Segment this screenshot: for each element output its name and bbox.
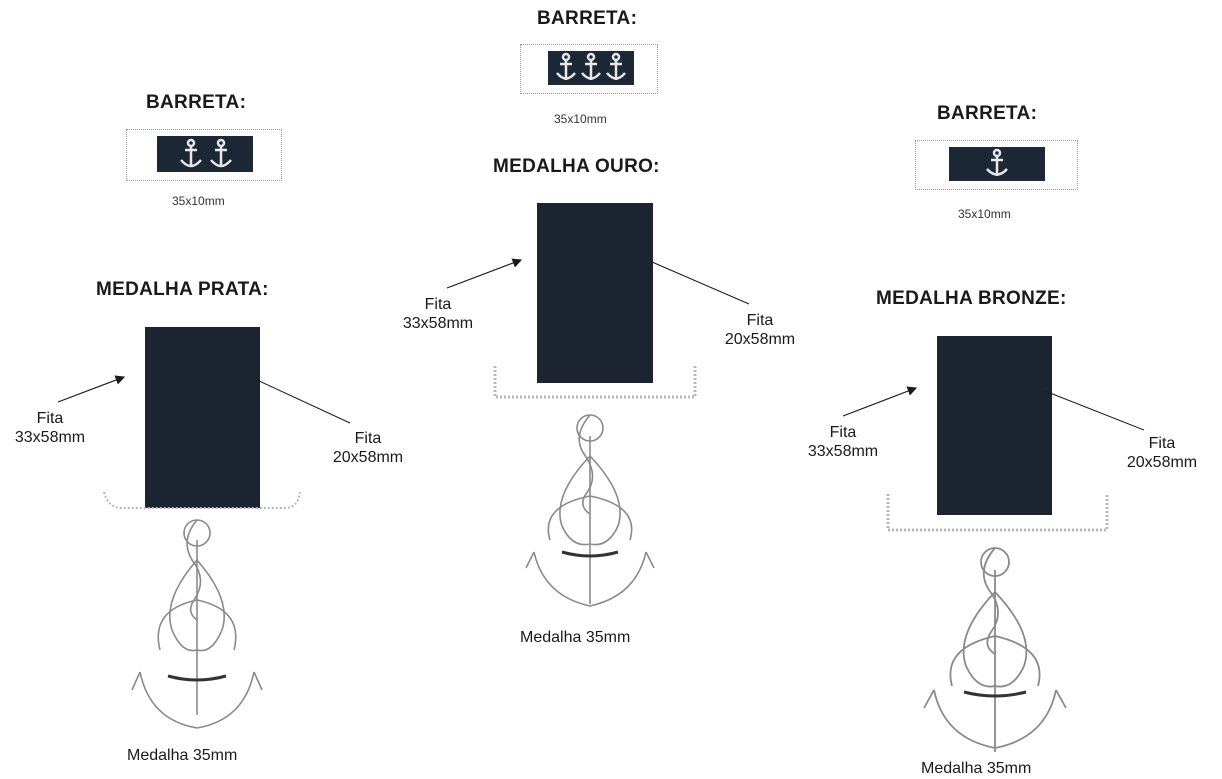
gold-right-ribbon-label: Fita 20x58mm	[710, 311, 810, 349]
label-line: 33x58mm	[14, 429, 86, 446]
gold-left-ribbon-label: Fita 33x58mm	[393, 295, 483, 333]
gold-bar-size: 35x10mm	[554, 112, 607, 126]
gold-medal-ribbon	[537, 203, 653, 383]
gold-bar-field	[548, 51, 634, 85]
bronze-right-ribbon-label: Fita 20x58mm	[1112, 434, 1212, 472]
anchor-icon	[581, 52, 601, 80]
silver-medal-icon	[131, 519, 263, 729]
gold-right-pointer	[651, 261, 750, 305]
bronze-right-pointer	[1044, 390, 1145, 431]
bronze-left-arrow	[842, 386, 918, 417]
bronze-bar-anchors	[986, 148, 1008, 176]
label-line: Fita	[746, 312, 774, 329]
silver-right-ribbon-label: Fita 20x58mm	[318, 429, 418, 467]
gold-medal-caption: Medalha 35mm	[520, 629, 631, 646]
silver-left-ribbon-label: Fita 33x58mm	[10, 409, 90, 447]
label-line: 20x58mm	[332, 449, 404, 466]
bronze-bar-field	[949, 147, 1045, 181]
bronze-left-ribbon-label: Fita 33x58mm	[798, 423, 888, 461]
silver-suspension-bar	[103, 491, 301, 509]
bronze-bar-heading: BARRETA:	[937, 103, 1038, 124]
label-line: Fita	[1148, 435, 1176, 452]
label-line: Fita	[424, 296, 452, 313]
gold-left-arrow	[446, 258, 523, 289]
gold-bar-anchors	[556, 52, 626, 80]
gold-medal-icon	[525, 414, 655, 607]
gold-medal-heading: MEDALHA OURO:	[493, 156, 660, 177]
silver-medal-caption: Medalha 35mm	[127, 747, 238, 764]
label-line: 33x58mm	[807, 443, 879, 460]
label-line: Fita	[829, 424, 857, 441]
silver-bar-heading: BARRETA:	[146, 92, 247, 113]
bronze-medal-ribbon	[937, 336, 1052, 515]
silver-right-pointer	[256, 379, 351, 424]
label-line: Fita	[36, 410, 64, 427]
bronze-bar-ribbon	[915, 140, 1078, 190]
anchor-icon	[986, 148, 1008, 176]
bronze-suspension-bar	[886, 494, 1109, 532]
label-line: Fita	[354, 430, 382, 447]
silver-medal-heading: MEDALHA PRATA:	[96, 279, 269, 300]
gold-bar-heading: BARRETA:	[537, 8, 638, 29]
silver-bar-anchors	[180, 138, 232, 168]
silver-bar-field	[157, 136, 253, 172]
silver-bar-ribbon	[126, 129, 282, 181]
gold-suspension-bar	[493, 366, 697, 399]
anchor-icon	[180, 138, 202, 168]
label-line: 33x58mm	[402, 315, 474, 332]
anchor-icon	[606, 52, 626, 80]
bronze-bar-size: 35x10mm	[958, 207, 1011, 221]
label-line: 20x58mm	[724, 331, 796, 348]
anchor-icon	[210, 138, 232, 168]
silver-medal-ribbon	[145, 327, 260, 508]
bronze-medal-heading: MEDALHA BRONZE:	[876, 288, 1067, 309]
bronze-medal-icon	[923, 547, 1067, 752]
silver-left-arrow	[57, 375, 126, 403]
gold-bar-ribbon	[520, 44, 658, 94]
anchor-icon	[556, 52, 576, 80]
bronze-medal-caption: Medalha 35mm	[921, 760, 1032, 777]
label-line: 20x58mm	[1126, 454, 1198, 471]
silver-bar-size: 35x10mm	[172, 194, 225, 208]
